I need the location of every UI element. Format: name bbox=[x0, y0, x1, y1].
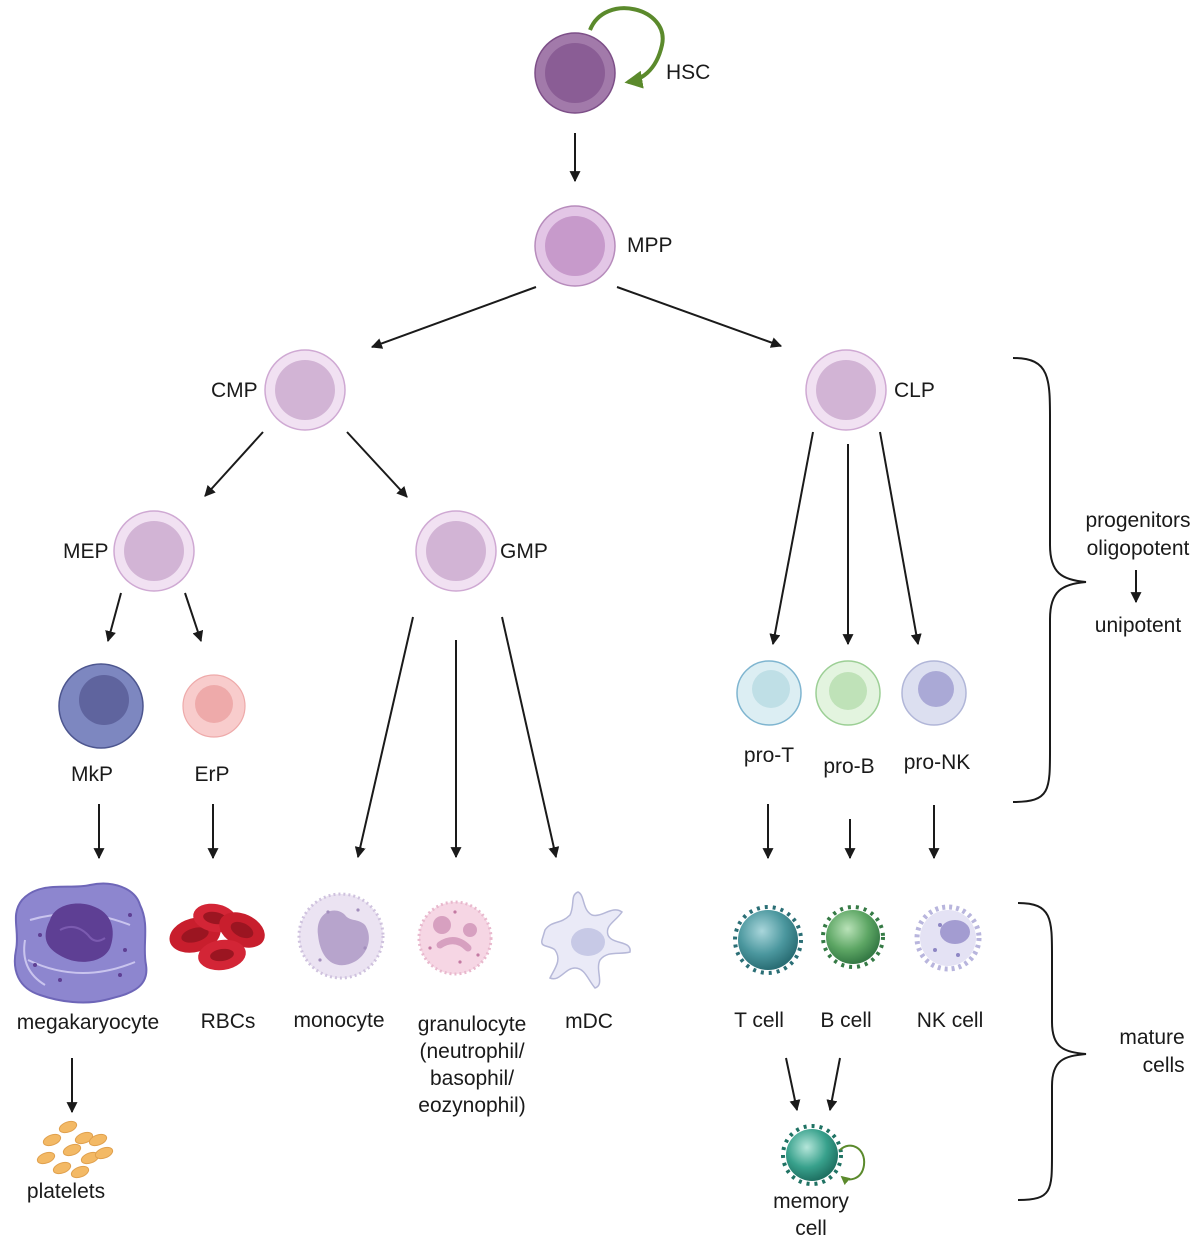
pro-nk-cell bbox=[901, 660, 967, 726]
label-granulocyte-line2: (neutrophil/ bbox=[419, 1040, 525, 1063]
note-mature-line2: cells bbox=[1142, 1054, 1185, 1077]
pro-t-cell bbox=[736, 660, 802, 726]
label-mep: MEP bbox=[63, 540, 109, 563]
label-clp: CLP bbox=[894, 379, 935, 402]
label-granulocyte: granulocyte (neutrophil/ basophil/ eozyn… bbox=[418, 1011, 527, 1119]
label-pro-nk: pro-NK bbox=[903, 751, 971, 774]
note-progenitors: progenitors oligopotent bbox=[1085, 507, 1190, 563]
arrow-gmp-mdc bbox=[501, 616, 560, 859]
arrow-clp-prot bbox=[769, 431, 814, 646]
label-hsc: HSC bbox=[666, 61, 711, 84]
label-memory-cell: memory cell bbox=[773, 1188, 849, 1242]
granulocyte-cell bbox=[417, 900, 493, 976]
self-renewal-arrow bbox=[588, 6, 665, 89]
t-cell bbox=[733, 905, 803, 975]
note-unipotent: unipotent bbox=[1094, 614, 1182, 637]
note-mature-cells: mature cells bbox=[1119, 1024, 1184, 1080]
label-mpp: MPP bbox=[627, 234, 673, 257]
arrow-cmp-gmp bbox=[346, 431, 408, 498]
note-progenitors-line2: oligopotent bbox=[1086, 537, 1190, 560]
label-granulocyte-line3: basophil/ bbox=[429, 1067, 515, 1090]
progenitor-brace bbox=[1012, 357, 1087, 803]
label-mdc: mDC bbox=[565, 1010, 613, 1033]
hsc-cell bbox=[534, 32, 616, 114]
arrow-bcell-memory bbox=[826, 1057, 841, 1112]
clp-cell bbox=[805, 349, 887, 431]
lineage-arrows bbox=[66, 133, 1142, 1114]
arrow-tcell-memory bbox=[785, 1057, 801, 1112]
mdc-cell bbox=[541, 891, 631, 989]
arrow-mep-mkp bbox=[105, 592, 122, 643]
gmp-cell bbox=[415, 510, 497, 592]
rbcs-cells bbox=[169, 903, 265, 971]
mature-brace bbox=[1017, 902, 1087, 1201]
pro-b-cell bbox=[815, 660, 881, 726]
arrow-cmp-mep bbox=[204, 431, 264, 497]
note-progenitors-line1: progenitors bbox=[1085, 509, 1191, 532]
b-cell bbox=[821, 905, 885, 969]
label-cmp: CMP bbox=[211, 379, 258, 402]
arrow-mpp-cmp bbox=[370, 286, 537, 349]
label-gmp: GMP bbox=[500, 540, 548, 563]
label-granulocyte-line1: granulocyte bbox=[417, 1013, 527, 1036]
label-nk-cell: NK cell bbox=[916, 1009, 984, 1032]
erp-cell bbox=[182, 674, 246, 738]
note-mature-line1: mature bbox=[1119, 1026, 1185, 1049]
mpp-cell bbox=[534, 205, 616, 287]
platelets bbox=[36, 1120, 114, 1179]
label-t-cell: T cell bbox=[734, 1009, 784, 1032]
label-platelets: platelets bbox=[26, 1180, 106, 1203]
arrow-gmp-monocyte bbox=[354, 616, 414, 859]
megakaryocyte-cell bbox=[13, 882, 148, 1004]
label-rbcs: RBCs bbox=[200, 1010, 256, 1033]
cmp-cell bbox=[264, 349, 346, 431]
label-memory-line2: cell bbox=[795, 1217, 827, 1240]
memory-self-renewal-arrow bbox=[839, 1144, 866, 1186]
arrow-clp-pronk bbox=[879, 431, 922, 646]
label-b-cell: B cell bbox=[820, 1009, 872, 1032]
label-memory-line1: memory bbox=[773, 1190, 849, 1213]
label-pro-t: pro-T bbox=[743, 744, 795, 767]
mkp-cell bbox=[58, 663, 144, 749]
monocyte-cell bbox=[297, 892, 385, 980]
nk-cell bbox=[914, 904, 982, 972]
label-monocyte: monocyte bbox=[293, 1009, 385, 1032]
label-mkp: MkP bbox=[71, 763, 113, 786]
memory-cell bbox=[781, 1124, 843, 1186]
label-granulocyte-line4: eozynophil) bbox=[418, 1094, 526, 1117]
label-erp: ErP bbox=[194, 763, 230, 786]
arrow-mep-erp bbox=[184, 592, 204, 643]
mep-cell bbox=[113, 510, 195, 592]
label-pro-b: pro-B bbox=[823, 755, 875, 778]
label-megakaryocyte: megakaryocyte bbox=[16, 1011, 160, 1034]
arrow-mpp-clp bbox=[616, 286, 783, 348]
